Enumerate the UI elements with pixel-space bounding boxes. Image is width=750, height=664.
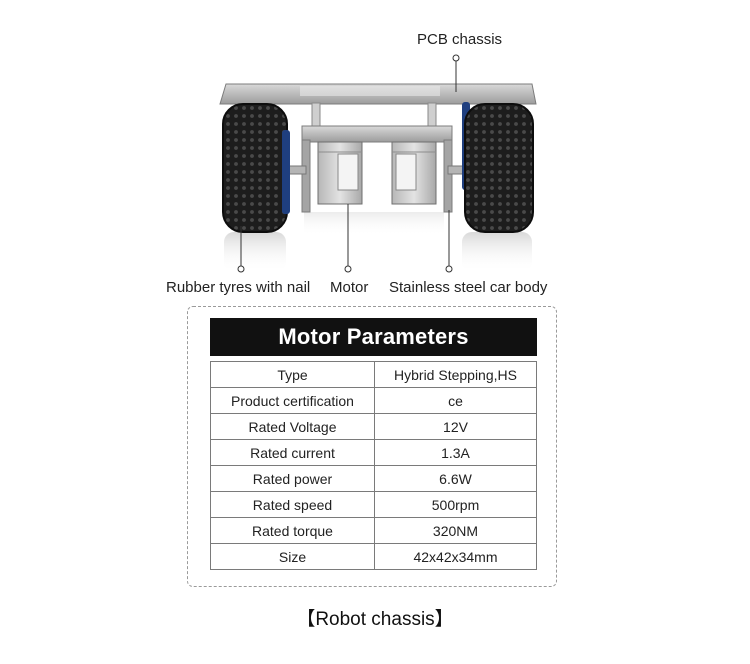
param-key: Rated power bbox=[210, 465, 375, 492]
param-value: 500rpm bbox=[374, 491, 537, 518]
stepper-motor-left bbox=[317, 141, 363, 205]
table-row: Rated Voltage 12V bbox=[210, 413, 537, 440]
param-key: Rated current bbox=[210, 439, 375, 466]
param-value: 320NM bbox=[374, 517, 537, 544]
table-row: Rated speed 500rpm bbox=[210, 491, 537, 518]
steel-body-label: Stainless steel car body bbox=[389, 279, 548, 296]
param-key: Size bbox=[210, 543, 375, 570]
robot-chassis-illustration bbox=[219, 54, 537, 273]
table-row: Product certification ce bbox=[210, 387, 537, 414]
param-value: 12V bbox=[374, 413, 537, 440]
motor-label: Motor bbox=[330, 279, 369, 296]
param-key: Product certification bbox=[210, 387, 375, 414]
param-key: Rated Voltage bbox=[210, 413, 375, 440]
param-value: ce bbox=[374, 387, 537, 414]
pcb-chassis-label: PCB chassis bbox=[417, 31, 503, 48]
param-key: Rated torque bbox=[210, 517, 375, 544]
pcb-chassis-plate bbox=[219, 83, 537, 105]
table-row: Size 42x42x34mm bbox=[210, 543, 537, 570]
param-value: 1.3A bbox=[374, 439, 537, 466]
param-value: 6.6W bbox=[374, 465, 537, 492]
steel-body-bracket bbox=[301, 125, 453, 213]
right-rubber-tyre bbox=[462, 102, 534, 233]
param-value: 42x42x34mm bbox=[374, 543, 537, 570]
param-value: Hybrid Stepping,HS bbox=[374, 361, 537, 388]
figure-caption: 【Robot chassis】 bbox=[296, 609, 454, 630]
table-row: Rated current 1.3A bbox=[210, 439, 537, 466]
param-key: Type bbox=[210, 361, 375, 388]
stepper-motor-right bbox=[391, 141, 437, 205]
table-row: Rated torque 320NM bbox=[210, 517, 537, 544]
callout-leader-lines bbox=[237, 54, 460, 273]
table-row: Rated power 6.6W bbox=[210, 465, 537, 492]
floor-reflection bbox=[224, 212, 532, 272]
parameters-frame bbox=[187, 306, 557, 587]
left-rubber-tyre bbox=[222, 103, 290, 233]
table-row: Type Hybrid Stepping,HS bbox=[210, 361, 537, 388]
rubber-tyres-label: Rubber tyres with nail bbox=[166, 279, 311, 296]
parameters-title: Motor Parameters bbox=[210, 318, 537, 356]
motor-parameters-table: Type Hybrid Stepping,HS Product certific… bbox=[210, 361, 537, 570]
param-key: Rated speed bbox=[210, 491, 375, 518]
